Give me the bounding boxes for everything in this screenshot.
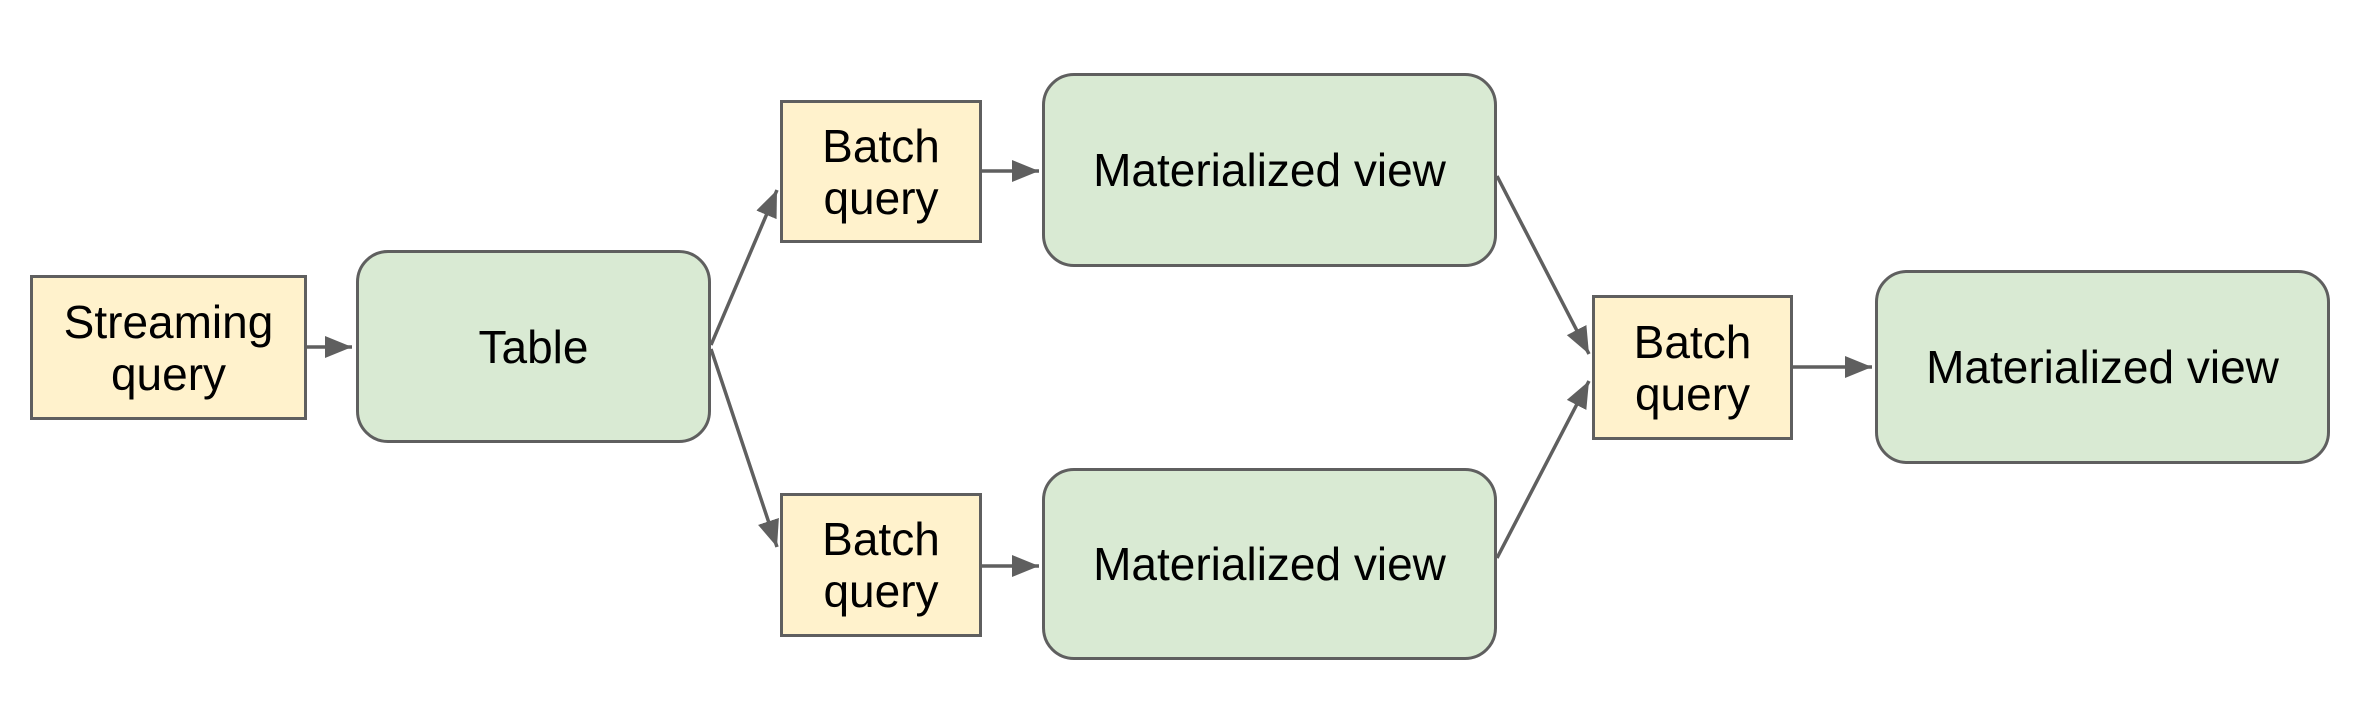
- node-label: Materialized view: [1093, 538, 1446, 590]
- node-label: Batch query: [822, 513, 940, 617]
- node-batch-query-right: Batch query: [1592, 295, 1793, 440]
- node-streaming-query: Streaming query: [30, 275, 307, 420]
- node-materialized-view-top: Materialized view: [1042, 73, 1497, 267]
- node-label: Batch query: [822, 119, 940, 224]
- node-label: Materialized view: [1093, 144, 1446, 196]
- node-label: Materialized view: [1926, 341, 2279, 393]
- node-label: Table: [478, 320, 589, 373]
- edge-materialized-view-top-to-batch-query-right: [1495, 175, 1591, 355]
- edge-table-to-batch-query-bottom: [709, 348, 779, 548]
- edge-materialized-view-bottom-to-batch-query-right: [1495, 380, 1591, 559]
- node-materialized-view-bottom: Materialized view: [1042, 468, 1497, 660]
- node-batch-query-top: Batch query: [780, 100, 982, 243]
- node-table: Table: [356, 250, 711, 443]
- edge-table-to-batch-query-top: [709, 189, 779, 346]
- node-materialized-view-final: Materialized view: [1875, 270, 2330, 464]
- node-batch-query-bottom: Batch query: [780, 493, 982, 637]
- node-label: Batch query: [1633, 315, 1752, 420]
- node-label: Streaming query: [63, 295, 274, 400]
